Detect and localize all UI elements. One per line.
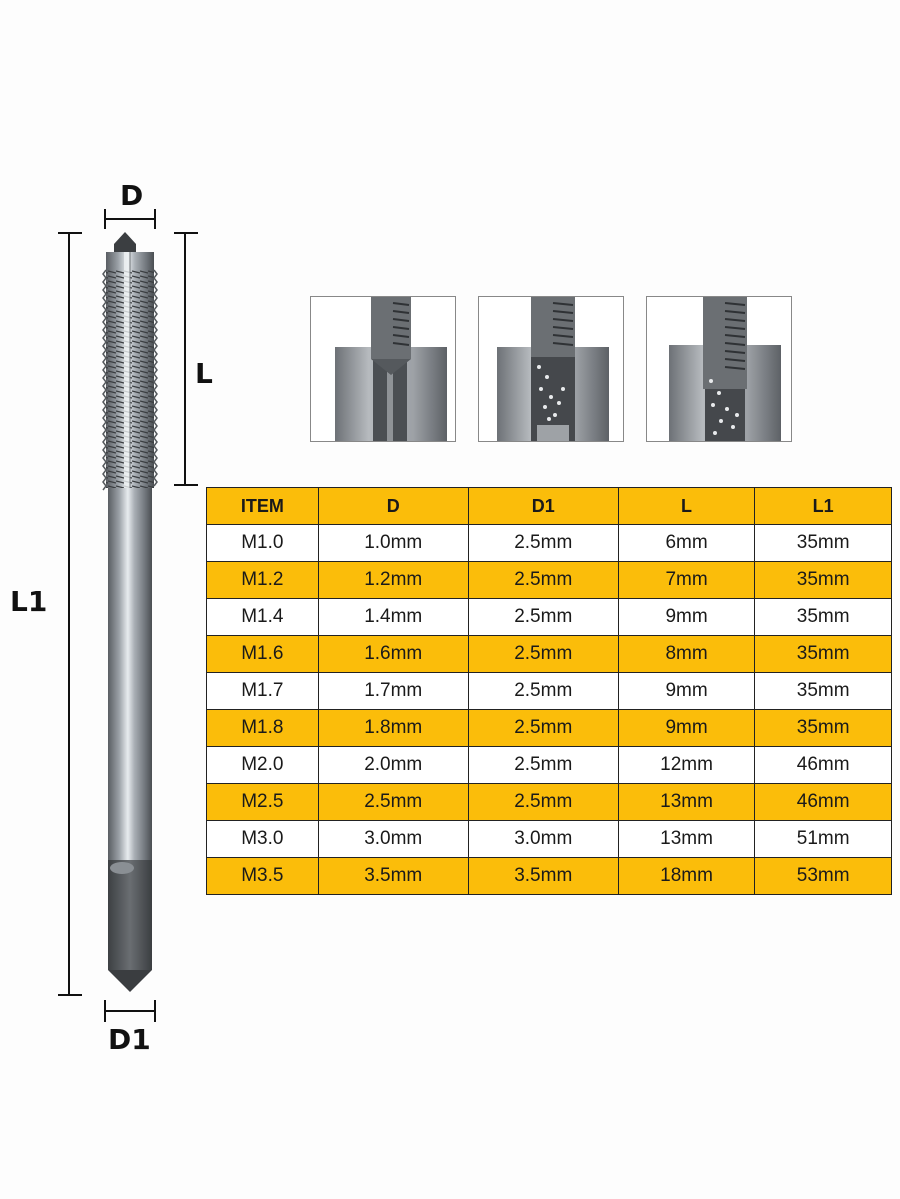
- header-d1: D1: [467, 487, 619, 525]
- cell-l1: 35mm: [754, 709, 892, 747]
- cell-l1: 35mm: [754, 561, 892, 599]
- cell-item: M1.6: [206, 635, 319, 673]
- cell-d: 1.8mm: [317, 709, 469, 747]
- table-row: M2.0 2.0mm 2.5mm 12mm 46mm: [206, 746, 892, 784]
- cell-d1: 2.5mm: [467, 561, 619, 599]
- cell-item: M1.4: [206, 598, 319, 636]
- cell-item: M3.0: [206, 820, 319, 858]
- table-row: M1.6 1.6mm 2.5mm 8mm 35mm: [206, 635, 892, 673]
- cell-item: M3.5: [206, 857, 319, 895]
- cell-d: 3.0mm: [317, 820, 469, 858]
- cell-l1: 51mm: [754, 820, 892, 858]
- dimension-label-l1: L1: [10, 585, 48, 618]
- table-row: M1.0 1.0mm 2.5mm 6mm 35mm: [206, 524, 892, 562]
- cell-item: M1.8: [206, 709, 319, 747]
- table-row: M1.7 1.7mm 2.5mm 9mm 35mm: [206, 672, 892, 710]
- cell-l1: 53mm: [754, 857, 892, 895]
- cell-d: 3.5mm: [317, 857, 469, 895]
- cell-l: 7mm: [617, 561, 756, 599]
- table-row: M1.8 1.8mm 2.5mm 9mm 35mm: [206, 709, 892, 747]
- cell-l: 13mm: [617, 820, 756, 858]
- tap-size-spec-table: ITEM D D1 L L1 M1.0 1.0mm 2.5mm 6mm 35mm…: [206, 487, 892, 895]
- tap-drill-bit-image: [102, 232, 158, 992]
- header-l1: L1: [754, 487, 892, 525]
- dimension-tick-l-top: [174, 232, 198, 234]
- cell-d: 1.2mm: [317, 561, 469, 599]
- illustration-tap-entering-hole: [310, 296, 456, 442]
- cell-item: M1.0: [206, 524, 319, 562]
- cell-l: 9mm: [617, 672, 756, 710]
- dimension-tick-l-bottom: [174, 484, 198, 486]
- cell-l: 18mm: [617, 857, 756, 895]
- header-item: ITEM: [206, 487, 319, 525]
- dimension-tick-d1-right: [154, 1000, 156, 1022]
- cell-l1: 35mm: [754, 524, 892, 562]
- cell-d: 1.4mm: [317, 598, 469, 636]
- dimension-label-l: L: [195, 357, 213, 390]
- table-row: M2.5 2.5mm 2.5mm 13mm 46mm: [206, 783, 892, 821]
- cell-d: 2.0mm: [317, 746, 469, 784]
- dimension-tick-d-right: [154, 209, 156, 229]
- cell-l1: 35mm: [754, 598, 892, 636]
- cell-d1: 2.5mm: [467, 672, 619, 710]
- cell-item: M2.0: [206, 746, 319, 784]
- cell-d1: 2.5mm: [467, 783, 619, 821]
- cell-l1: 35mm: [754, 635, 892, 673]
- cell-d1: 2.5mm: [467, 746, 619, 784]
- cell-l1: 46mm: [754, 746, 892, 784]
- dimension-label-d1: D1: [108, 1023, 151, 1056]
- dimension-line-d1: [104, 1010, 156, 1012]
- dimension-line-l: [184, 232, 186, 486]
- illustration-tap-cutting-partial: [478, 296, 624, 442]
- cell-d: 1.7mm: [317, 672, 469, 710]
- table-row: M3.0 3.0mm 3.0mm 13mm 51mm: [206, 820, 892, 858]
- cell-d1: 2.5mm: [467, 524, 619, 562]
- cell-d1: 3.5mm: [467, 857, 619, 895]
- illustration-tap-cutting-deep: [646, 296, 792, 442]
- dimension-tick-d1-left: [104, 1000, 106, 1022]
- cell-d: 1.6mm: [317, 635, 469, 673]
- cell-item: M1.7: [206, 672, 319, 710]
- cell-d1: 2.5mm: [467, 635, 619, 673]
- cell-d: 2.5mm: [317, 783, 469, 821]
- header-d: D: [317, 487, 469, 525]
- cell-l: 9mm: [617, 709, 756, 747]
- cell-l1: 35mm: [754, 672, 892, 710]
- dimension-tick-l1-bottom: [58, 994, 82, 996]
- cell-d1: 2.5mm: [467, 598, 619, 636]
- cell-l: 13mm: [617, 783, 756, 821]
- cell-l1: 46mm: [754, 783, 892, 821]
- cell-l: 6mm: [617, 524, 756, 562]
- cell-item: M2.5: [206, 783, 319, 821]
- cell-d1: 3.0mm: [467, 820, 619, 858]
- cell-l: 8mm: [617, 635, 756, 673]
- dimension-tick-d-left: [104, 209, 106, 229]
- table-header-row: ITEM D D1 L L1: [206, 487, 892, 525]
- dimension-tick-l1-top: [58, 232, 82, 234]
- cell-item: M1.2: [206, 561, 319, 599]
- table-row: M1.2 1.2mm 2.5mm 7mm 35mm: [206, 561, 892, 599]
- dimension-label-d: D: [120, 179, 144, 212]
- cell-l: 9mm: [617, 598, 756, 636]
- cell-d: 1.0mm: [317, 524, 469, 562]
- table-row: M1.4 1.4mm 2.5mm 9mm 35mm: [206, 598, 892, 636]
- cell-d1: 2.5mm: [467, 709, 619, 747]
- header-l: L: [617, 487, 756, 525]
- table-row: M3.5 3.5mm 3.5mm 18mm 53mm: [206, 857, 892, 895]
- dimension-line-d: [104, 218, 156, 220]
- tapping-process-illustrations: [310, 296, 792, 444]
- cell-l: 12mm: [617, 746, 756, 784]
- dimension-line-l1: [68, 232, 70, 996]
